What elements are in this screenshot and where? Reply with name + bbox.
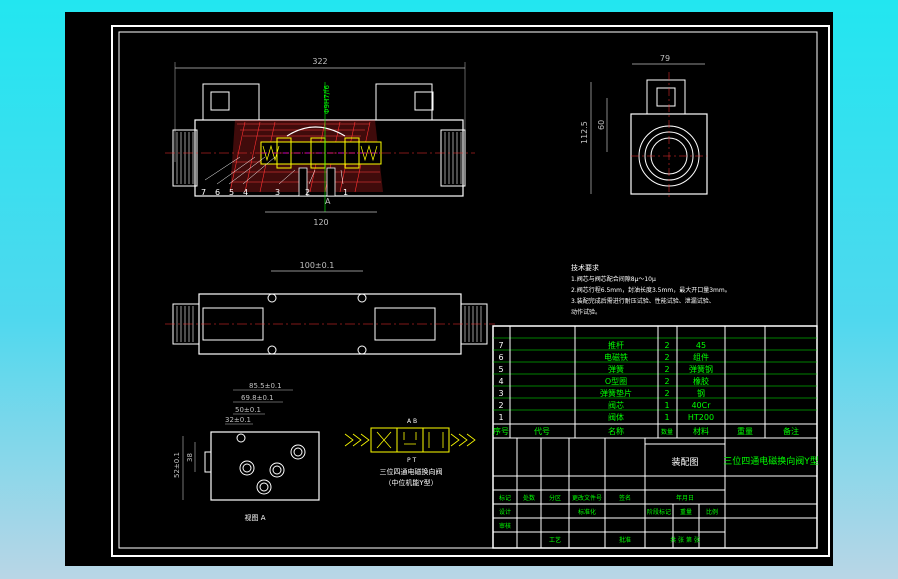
hydraulic-symbol: A B P T 三位四通电磁换向阀 （中位机能Y型） [344, 418, 476, 487]
dim-port-85-5: 85.5±0.1 [249, 382, 282, 390]
symbol-caption-1: 三位四通电磁换向阀 [380, 467, 443, 476]
tb-field-9: 重量 [680, 508, 692, 516]
callout-3: 3 [275, 188, 280, 197]
title-block: 装配图 三位四通电磁换向阀Y型 标记 处数 分区 更改文件号 签名 年月日 设计… [493, 438, 819, 548]
tb-field-12: 工艺 [549, 536, 561, 544]
tb-field-8: 阶段标记 [647, 508, 671, 516]
bom-mat-6: 组件 [693, 352, 709, 362]
tech-line-3: 3.装配完成后需进行耐压试验、性能试验、泄漏试验、 [571, 297, 715, 305]
symbol-caption-2: （中位机能Y型） [384, 478, 437, 487]
bom-name-4: O型圈 [605, 377, 627, 386]
bom-name-2: 阀芯 [608, 400, 624, 410]
bom-no-6: 6 [498, 353, 503, 362]
bom-header-remark: 备注 [783, 426, 799, 436]
tech-line-2: 2.阀芯行程6.5mm，封油长度3.5mm，最大开口量3mm。 [571, 286, 731, 294]
bom-header-material: 材料 [693, 426, 709, 436]
bom-no-2: 2 [498, 401, 503, 410]
tb-field-2: 分区 [549, 494, 561, 502]
bom-mat-1: HT200 [688, 413, 714, 422]
tb-field-6: 设计 [499, 508, 511, 516]
outer-frame [111, 25, 830, 557]
drawing-sheet: 3 2 2 [65, 12, 833, 566]
bom-no-4: 4 [498, 377, 503, 386]
top-view: 100±0.1 [165, 261, 495, 355]
dim-width-79: 79 [660, 54, 670, 63]
tech-line-4: 动作试验。 [571, 308, 601, 316]
side-view: 79 112.5 60 [580, 54, 708, 200]
dim-side-38: 38 [186, 453, 194, 462]
dim-side-52: 52±0.1 [173, 452, 181, 478]
bom-no-3: 3 [498, 389, 503, 398]
tb-field-4: 签名 [619, 494, 631, 502]
tb-field-10: 比例 [706, 508, 718, 516]
bom-header-code: 代号 [534, 426, 550, 436]
callout-4: 4 [243, 188, 248, 197]
bom-header-weight: 重量 [737, 426, 753, 436]
drawing-canvas: 3 2 2 [111, 25, 830, 557]
bom-name-5: 弹簧 [608, 364, 624, 374]
bom-qty-2: 1 [664, 401, 669, 410]
callout-7: 7 [201, 188, 206, 197]
tech-title: 技术要求 [571, 263, 599, 272]
bom-qty-4: 2 [664, 377, 669, 386]
bom-header-qty: 数量 [661, 428, 673, 436]
dim-height-112-5: 112.5 [580, 121, 589, 144]
symbol-ports-top: A B [407, 418, 417, 425]
tb-field-1: 处数 [523, 494, 535, 502]
callout-2: 2 [305, 188, 310, 197]
dim-port-69-8: 69.8±0.1 [241, 394, 274, 402]
tb-field-13: 批准 [619, 536, 631, 544]
bom-mat-5: 弹簧钢 [689, 364, 713, 374]
tb-field-14: 共 张 第 张 [670, 536, 700, 544]
bom-table: 7 6 5 4 3 2 1 推杆 电磁铁 弹簧 O型圈 弹簧垫片 阀芯 阀体 2 [492, 325, 818, 549]
mounting-face-view: 85.5±0.1 69.8±0.1 50±0.1 32±0.1 52±0.1 3… [173, 382, 320, 522]
bom-qty-5: 2 [664, 365, 669, 374]
dim-port-50: 50±0.1 [235, 406, 261, 414]
bom-mat-7: 45 [696, 341, 706, 350]
bom-mat-3: 钢 [697, 388, 705, 398]
dim-height-60: 60 [597, 120, 606, 130]
bom-name-3: 弹簧垫片 [600, 388, 632, 398]
inner-frame [118, 31, 818, 549]
callout-1: 1 [343, 188, 348, 197]
part-callouts: 7 6 5 4 3 2 1 [201, 188, 348, 197]
bom-qty-6: 2 [664, 353, 669, 362]
callout-6: 6 [215, 188, 220, 197]
callout-5: 5 [229, 188, 234, 197]
dim-overall-width: 322 [312, 57, 327, 66]
bom-no-1: 1 [498, 413, 503, 422]
tb-field-5: 年月日 [676, 494, 694, 502]
bom-header-no: 序号 [493, 426, 509, 436]
bom-no-5: 5 [498, 365, 503, 374]
dim-port-32: 32±0.1 [225, 416, 251, 424]
bom-no-7: 7 [498, 341, 503, 350]
drawing-name: 装配图 [671, 456, 698, 468]
bom-name-1: 阀体 [608, 412, 624, 422]
tb-field-3: 更改文件号 [572, 494, 602, 502]
tech-line-1: 1.阀芯与阀芯配合间隙8μ～10μ [571, 275, 656, 283]
bom-qty-3: 2 [664, 389, 669, 398]
view-label: 视图 A [244, 513, 265, 522]
bom-qty-1: 1 [664, 413, 669, 422]
dim-mount-100: 100±0.1 [300, 261, 335, 270]
dim-width-120: 120 [313, 218, 328, 227]
bom-name-6: 电磁铁 [604, 352, 628, 362]
bom-header-name: 名称 [608, 426, 624, 436]
fit-callout: Φ9H7/f6 [323, 84, 331, 114]
tb-field-0: 标记 [499, 494, 511, 502]
tb-field-7: 标准化 [578, 508, 596, 516]
bom-mat-4: 橡胶 [693, 376, 709, 386]
symbol-ports-bottom: P T [407, 457, 417, 464]
bom-mat-2: 40Cr [691, 401, 711, 410]
tb-field-11: 审核 [499, 522, 511, 530]
port-label-a: A [325, 197, 331, 206]
bom-name-7: 推杆 [608, 340, 624, 350]
tech-requirements: 技术要求 1.阀芯与阀芯配合间隙8μ～10μ 2.阀芯行程6.5mm，封油长度3… [571, 263, 731, 316]
bom-qty-7: 2 [664, 341, 669, 350]
product-title: 三位四通电磁换向阀Y型 [723, 455, 819, 467]
front-section-view: 322 [165, 57, 475, 227]
